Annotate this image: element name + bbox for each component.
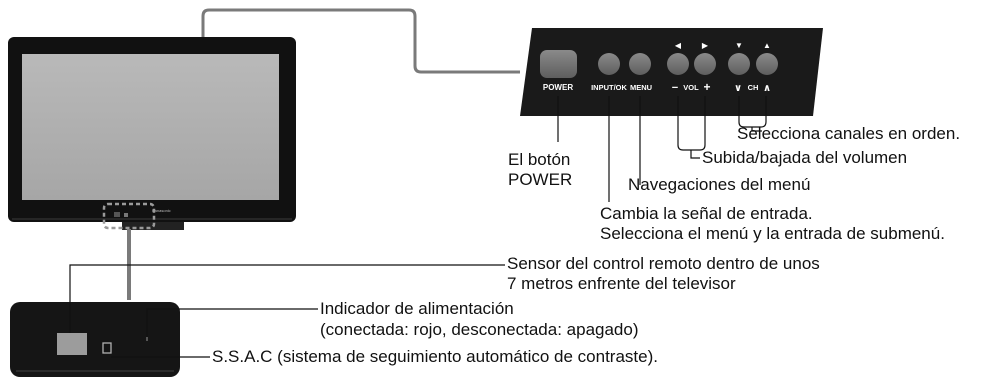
power-indicator-callout-line2: (conectada: rojo, desconectada: apagado) [320,320,639,339]
menu-button [629,53,651,75]
power-button-callout-line2: POWER [508,170,573,189]
control-panel: ◀ ▶ ▼ ▲ POWER INPUT/OK MENU − VOL + ∨ CH… [520,28,823,116]
remote-sensor-callout-line1: Sensor del control remoto dentro de unos [507,254,820,273]
vol-left-arrow: ◀ [675,41,682,50]
sensor-zoom-box [10,302,180,377]
ch-up-chevron: ∧ [763,83,771,94]
volume-callout: Subida/bajada del volumen [702,148,908,167]
ch-label: CH [748,83,759,92]
panel-leader-lines [557,96,767,202]
remote-sensor-callout-line2: 7 metros enfrente del televisor [507,274,736,293]
vol-label: VOL [683,83,699,92]
sensor-leader-lines [69,264,505,358]
power-button-callout-line1: El botón [508,150,571,169]
sensor-area-highlight [102,202,156,230]
vol-down-button [667,53,689,75]
panel-connector-line [201,8,520,74]
ch-up-arrow: ▲ [763,41,771,50]
vol-right-arrow: ▶ [702,41,709,50]
vol-up-button [694,53,716,75]
power-indicator-leader [146,308,318,337]
ch-down-chevron: ∨ [734,83,742,94]
tv-screen [22,54,279,200]
power-button [540,50,577,78]
ssac-sensor [102,342,112,354]
menu-label: MENU [630,83,652,92]
vol-plus-label: + [703,80,710,94]
input-callout-line2: Selecciona el menú y la entrada de subme… [600,224,945,243]
input-ok-button [598,53,620,75]
channels-callout: Selecciona canales en orden. [737,124,961,143]
tv-brand-logo: Panasonic [152,208,171,213]
vol-minus-label: − [672,82,678,94]
remote-sensor-leader [69,264,505,333]
input-callout-line1: Cambia la señal de entrada. [600,204,813,223]
ch-down-button [728,53,750,75]
power-indicator-callout-line1: Indicador de alimentación [320,299,514,318]
remote-sensor-window [57,333,87,355]
volume-leader [677,96,706,159]
input-ok-label: INPUT/OK [591,83,627,92]
power-button-label: POWER [543,83,573,92]
tv-set: Panasonic [8,37,296,230]
ch-down-arrow: ▼ [735,41,743,50]
ssac-callout: S.S.A.C (sistema de seguimiento automáti… [212,347,658,366]
channels-leader [738,96,767,132]
menu-navigation-callout: Navegaciones del menú [628,175,811,194]
power-indicator-led [146,337,148,341]
ch-up-button [756,53,778,75]
